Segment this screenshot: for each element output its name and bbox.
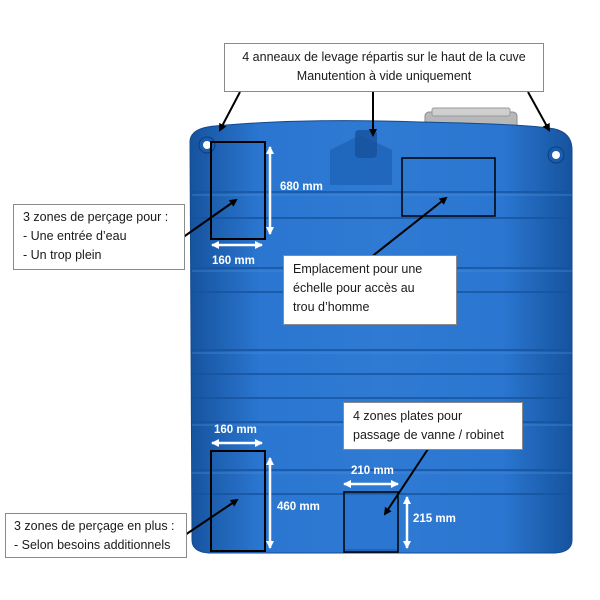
dim-label-bottom-height: 460 mm [277,501,320,513]
callout-drilling-top: 3 zones de perçage pour : - Une entrée d… [13,204,185,270]
callout-ladder: Emplacement pour une échelle pour accès … [283,255,457,325]
ladder-arrow [369,196,448,259]
callout-drilling-bottom: 3 zones de perçage en plus : - Selon bes… [5,513,187,558]
drilling-zone-top-box [210,141,266,240]
water-tank [189,107,573,554]
dim-label-bottom-width: 160 mm [214,424,257,436]
drilling-zone-bottom-box [210,450,266,552]
flat-zone-arrow [383,448,429,516]
callout-ladder-line2: échelle pour accès au [293,281,415,295]
callout-drilling-top-line1: 3 zones de perçage pour : [23,210,169,224]
dim-label-flat-height: 215 mm [413,513,456,525]
lifting-ring-left [198,136,216,154]
drilling-top-arrow [181,198,238,239]
callout-ladder-line1: Emplacement pour une [293,262,423,276]
callout-drilling-bottom-line1: 3 zones de perçage en plus : [14,519,175,533]
callout-lifting-line2: Manutention à vide uniquement [296,69,472,83]
callout-flat-zones-line2: passage de vanne / robinet [353,428,504,442]
dim-label-top-width: 160 mm [212,255,255,267]
callout-lifting-rings: 4 anneaux de levage répartis sur le haut… [224,43,544,92]
lifting-arrow-left [219,91,241,132]
dim-label-top-height: 680 mm [280,181,323,193]
callout-lifting-line1: 4 anneaux de levage répartis sur le haut… [242,50,526,64]
dim-label-flat-width: 210 mm [351,465,394,477]
callout-ladder-line3: trou d’homme [293,300,370,314]
lifting-arrow-right [527,91,550,132]
callout-flat-zones-line1: 4 zones plates pour [353,409,463,423]
callout-flat-zones: 4 zones plates pour passage de vanne / r… [343,402,523,450]
lifting-ring-right [547,146,565,164]
ladder-zone-box [401,157,496,217]
tank-body [189,120,573,554]
flat-zone-box [343,491,399,553]
callout-drilling-top-line3: - Un trop plein [23,248,102,262]
callout-drilling-bottom-line2: - Selon besoins additionnels [14,538,171,552]
callout-drilling-top-line2: - Une entrée d’eau [23,229,127,243]
drilling-bottom-arrow [181,498,239,538]
